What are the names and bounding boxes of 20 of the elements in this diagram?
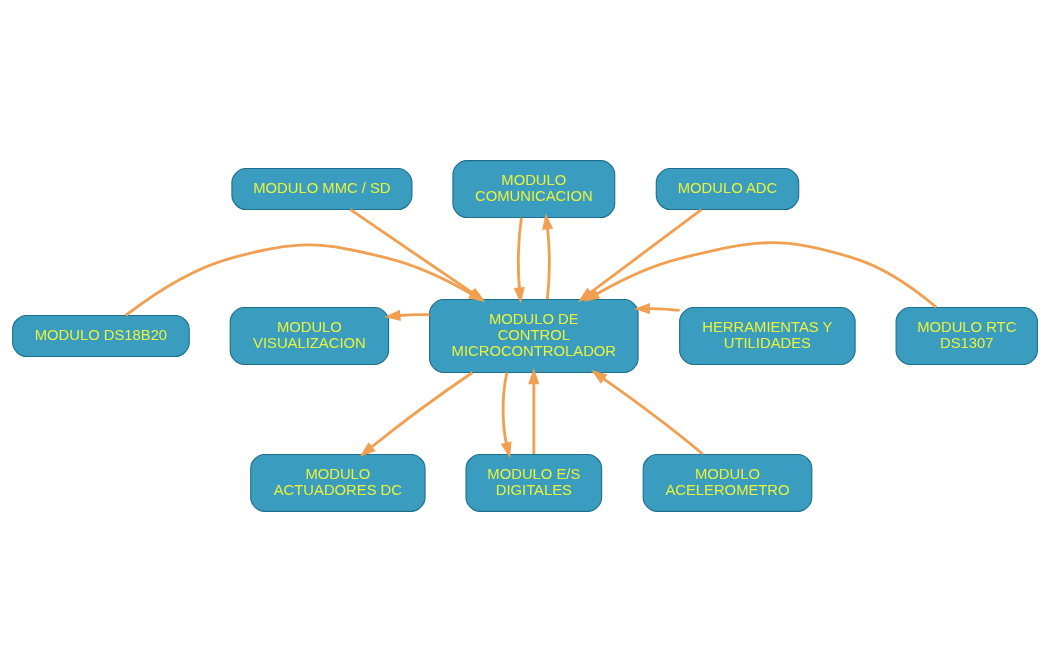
arrow <box>359 370 474 457</box>
node-box: MODULO DS18B20 <box>12 314 190 357</box>
arrow <box>634 302 680 314</box>
node-box: HERRAMIENTAS Y UTILIDADES <box>679 306 856 365</box>
node-box: MODULO MMC / SD <box>231 167 413 210</box>
arrow <box>591 369 704 455</box>
arrow <box>583 240 938 308</box>
arrow <box>500 371 512 458</box>
arrow <box>513 217 525 303</box>
node-box: MODULO ADC <box>655 167 800 210</box>
node-box: MODULO RTC DS1307 <box>895 306 1038 365</box>
node-box: MODULO VISUALIZACION <box>229 306 390 365</box>
node-box: MODULO ACTUADORES DC <box>250 453 426 512</box>
node-box: MODULO ACELEROMETRO <box>642 453 813 512</box>
node-box: MODULO COMUNICACION <box>452 159 616 218</box>
node-box: MODULO DE CONTROL MICROCONTROLADOR <box>429 298 639 373</box>
arrow <box>542 212 554 299</box>
arrow <box>528 367 540 454</box>
node-box: MODULO E/S DIGITALES <box>465 453 603 512</box>
arrow <box>384 309 430 321</box>
